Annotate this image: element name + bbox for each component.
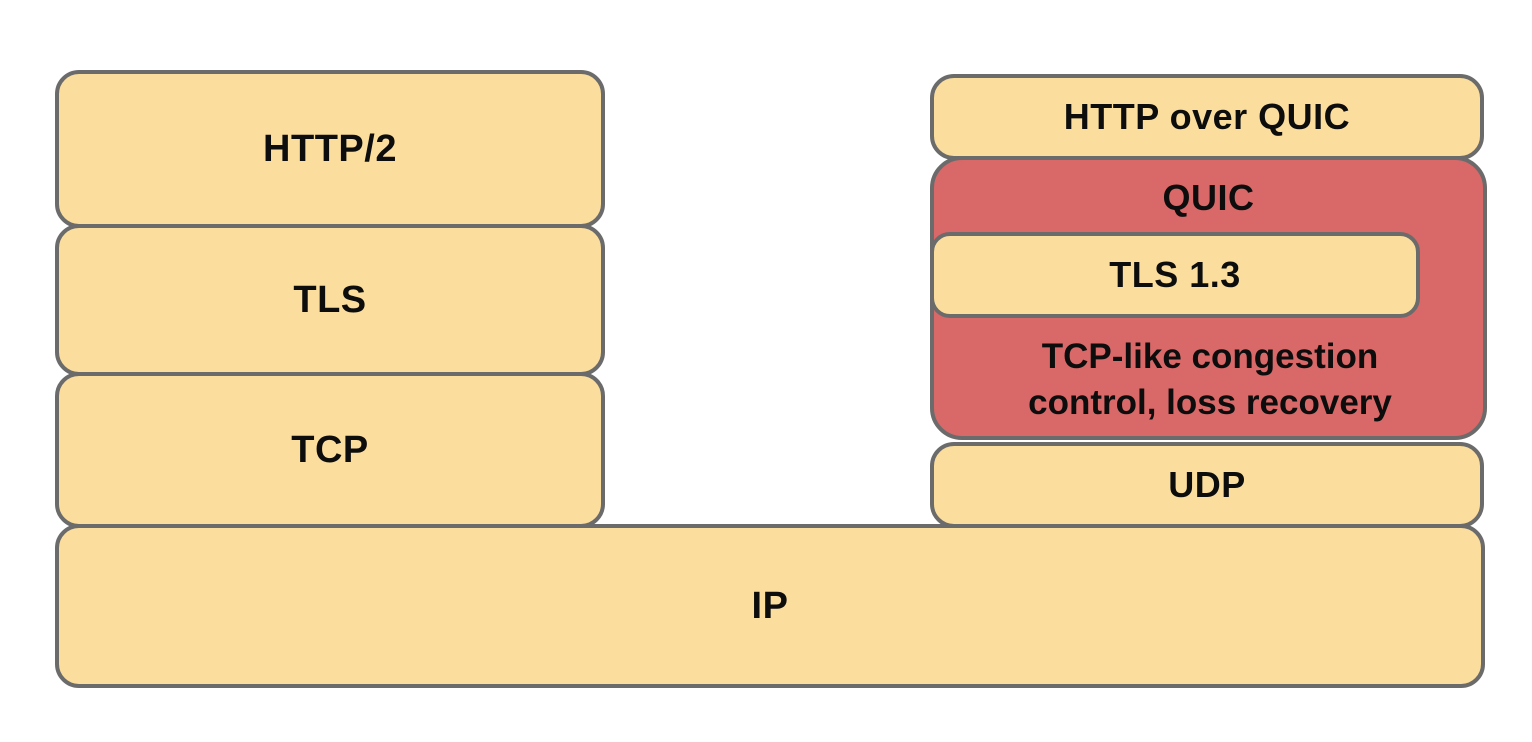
udp-layer-box: UDP — [930, 442, 1484, 528]
congestion-control-label: TCP-like congestion control, loss recove… — [945, 334, 1475, 425]
tls13-label: TLS 1.3 — [1109, 254, 1241, 295]
tcp-layer-label: TCP — [291, 428, 369, 471]
congestion-control-line1: TCP-like congestion — [1041, 337, 1379, 376]
congestion-control-line2: control, loss recovery — [1028, 382, 1392, 422]
tls-layer-label: TLS — [293, 278, 367, 321]
ip-layer-label: IP — [751, 584, 789, 627]
http2-layer-box: HTTP/2 — [55, 70, 605, 228]
quic-layer-label: QUIC — [1162, 177, 1255, 218]
http-over-quic-layer-label: HTTP over QUIC — [1063, 96, 1351, 137]
ip-layer-box: IP — [55, 524, 1485, 688]
http2-layer-label: HTTP/2 — [263, 127, 397, 170]
http-over-quic-layer-box: HTTP over QUIC — [930, 74, 1484, 160]
tls13-nested-box: TLS 1.3 — [930, 232, 1420, 318]
udp-layer-label: UDP — [1168, 464, 1246, 505]
tcp-layer-box: TCP — [55, 372, 605, 528]
tls-layer-box: TLS — [55, 224, 605, 376]
